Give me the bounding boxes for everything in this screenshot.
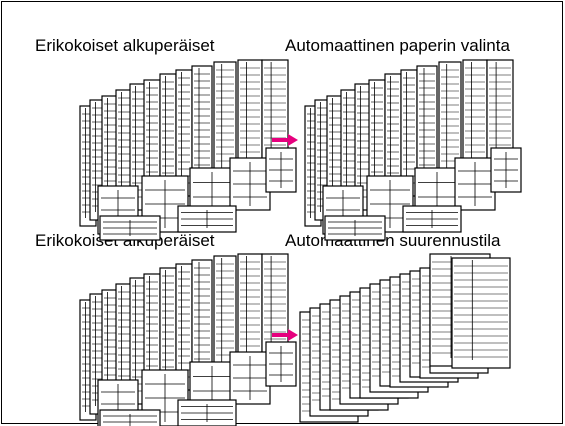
document-sheet bbox=[237, 59, 263, 173]
document-sheet bbox=[213, 255, 237, 373]
document-sheet bbox=[402, 205, 462, 233]
label-auto-paper-select: Automaattinen paperin valinta bbox=[285, 36, 510, 55]
document-sheet bbox=[368, 79, 386, 207]
document-sheet bbox=[261, 253, 289, 355]
stack-mixed-originals-top bbox=[79, 59, 297, 241]
document-sheet bbox=[177, 399, 237, 426]
document-sheet bbox=[486, 59, 514, 161]
document-sheet bbox=[454, 157, 496, 211]
stack-auto-zoom bbox=[299, 253, 511, 423]
document-sheet bbox=[99, 215, 161, 241]
document-sheet bbox=[261, 59, 289, 161]
document-sheet bbox=[229, 157, 271, 211]
stack-mixed-originals-bottom bbox=[79, 253, 297, 426]
document-sheet bbox=[265, 341, 297, 387]
label-originals-top: Erikokoiset alkuperäiset bbox=[35, 36, 215, 55]
arrow-right-bottom bbox=[272, 329, 298, 341]
document-sheet bbox=[265, 147, 297, 193]
document-sheet bbox=[237, 253, 263, 367]
document-sheet bbox=[99, 409, 161, 426]
document-sheet bbox=[159, 73, 177, 201]
document-sheet bbox=[451, 257, 511, 369]
document-sheet bbox=[229, 351, 271, 405]
arrow-right-top bbox=[272, 134, 298, 146]
document-sheet bbox=[462, 59, 488, 173]
stack-auto-paper-select bbox=[304, 59, 522, 241]
document-sheet bbox=[324, 215, 386, 241]
document-sheet bbox=[177, 205, 237, 233]
document-sheet bbox=[490, 147, 522, 193]
